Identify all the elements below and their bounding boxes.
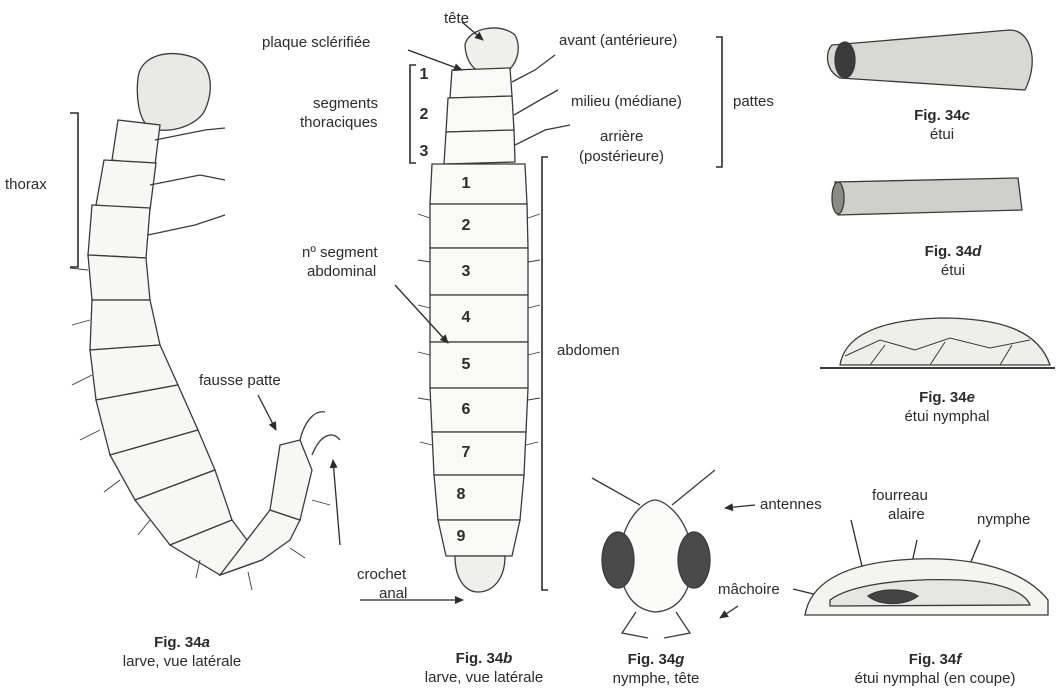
caption-fig-34b: Fig. 34b larve, vue latérale [425,649,543,687]
label-avant: avant (antérieure) [559,32,677,49]
caption-g-text: nymphe, tête [613,669,700,688]
caption-e-prefix: Fig. 34 [919,389,967,406]
thoracic-segments-bracket [410,65,416,163]
caption-a-prefix: Fig. 34 [154,634,202,651]
label-abdomen: abdomen [557,342,620,359]
caption-fig-34g: Fig. 34g nymphe, tête [613,650,700,688]
caption-fig-34e: Fig. 34e étui nymphal [904,388,989,426]
thoracic-number-2: 2 [420,106,429,124]
label-alaire: alaire [888,506,925,523]
caption-c-prefix: Fig. 34 [914,107,962,124]
abdominal-number-1: 1 [462,175,471,193]
case-c-drawing [827,30,1032,90]
nymphal-case-section-drawing [805,559,1048,615]
caption-d-text: étui [925,261,982,280]
caption-b-prefix: Fig. 34 [456,650,504,667]
label-segments: segments [313,95,378,112]
label-pattes: pattes [733,93,774,110]
label-crochet: crochet [357,566,406,583]
label-plaque-sclerifiee: plaque sclérifiée [262,34,370,51]
case-d-drawing [832,178,1022,215]
caption-b-text: larve, vue latérale [425,668,543,687]
label-milieu: milieu (médiane) [571,93,682,110]
caption-a-letter: a [202,634,210,651]
label-fourreau: fourreau [872,487,928,504]
abdominal-number-5: 5 [462,356,471,374]
abdominal-number-4: 4 [462,309,471,327]
caption-fig-34a: Fig. 34a larve, vue latérale [123,633,241,671]
pupa-head-drawing [592,470,715,638]
abdominal-number-2: 2 [462,217,471,235]
label-abdominal: abdominal [307,263,376,280]
caption-f-text: étui nymphal (en coupe) [855,669,1016,688]
label-posterieure: (postérieure) [579,148,664,165]
caption-c-text: étui [914,125,970,144]
caption-c-letter: c [962,107,970,124]
caption-e-letter: e [967,389,975,406]
label-arriere: arrière [600,128,643,145]
caption-fig-34d: Fig. 34d étui [925,242,982,280]
label-fausse-patte: fausse patte [199,372,281,389]
caption-f-prefix: Fig. 34 [909,651,957,668]
label-tete: tête [444,10,469,27]
thorax-bracket [70,113,78,267]
label-antennes: antennes [760,496,822,513]
label-anal: anal [379,585,407,602]
larva-segmented-drawing [418,28,570,592]
caption-fig-34f: Fig. 34f étui nymphal (en coupe) [855,650,1016,688]
larva-lateral-drawing [70,54,340,590]
label-thoraciques: thoraciques [300,114,378,131]
label-n-segment: nº segment [302,244,378,261]
pattes-bracket [716,37,722,167]
label-thorax: thorax [5,176,47,193]
abdominal-number-3: 3 [462,263,471,281]
thoracic-number-3: 3 [420,143,429,161]
caption-d-prefix: Fig. 34 [925,243,973,260]
caption-e-text: étui nymphal [904,407,989,426]
thoracic-number-1: 1 [420,66,429,84]
case-e-drawing [820,318,1055,368]
label-nymphe: nymphe [977,511,1030,528]
abdominal-number-7: 7 [462,444,471,462]
caption-b-letter: b [503,650,512,667]
label-machoire: mâchoire [718,581,780,598]
caption-g-letter: g [675,651,684,668]
caption-g-prefix: Fig. 34 [628,651,676,668]
abdominal-number-8: 8 [457,486,466,504]
caption-fig-34c: Fig. 34c étui [914,106,970,144]
abdominal-number-6: 6 [462,401,471,419]
caption-d-letter: d [972,243,981,260]
abdomen-bracket [542,157,548,590]
caption-f-letter: f [956,651,961,668]
abdominal-number-9: 9 [457,528,466,546]
caption-a-text: larve, vue latérale [123,652,241,671]
